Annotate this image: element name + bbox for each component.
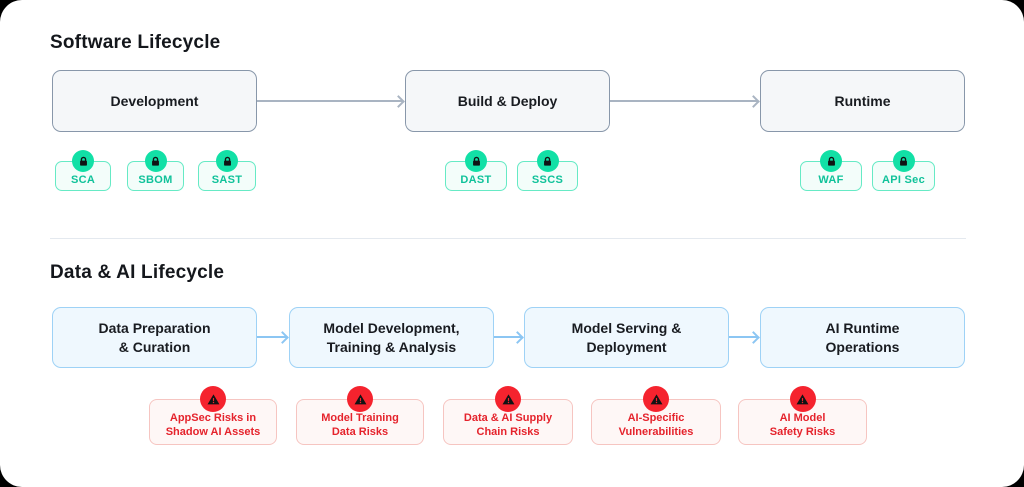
stage-label: Model Serving &Deployment [572,319,682,355]
warning-icon [789,386,816,412]
stage-label-line1: Model Development, [323,320,460,337]
software-lifecycle-title: Software Lifecycle [50,32,221,53]
risk-badge-model-training-data: Model Training Data Risks [296,386,424,445]
stage-label: Data Preparation& Curation [98,319,210,355]
tool-badge-waf: WAF [800,150,862,191]
warning-icon [200,386,226,412]
stage-build-deploy: Build & Deploy [405,70,610,132]
tool-badge-sscs: SSCS [517,150,578,191]
risk-label-line1: Data & AI Supply [463,412,553,425]
data-ai-lifecycle-title: Data & AI Lifecycle [50,262,225,283]
stage-data-preparation: Data Preparation& Curation [52,307,257,368]
stage-label-line1: Model Serving & [571,320,682,337]
stage-runtime: Runtime [760,70,965,132]
lock-icon [144,150,167,172]
lock-icon [465,150,487,172]
stage-development: Development [52,70,257,132]
tool-badge-sbom: SBOM [127,150,184,191]
risk-badge-supply-chain: Data & AI Supply Chain Risks [443,386,573,445]
stage-label-line2: Deployment [586,338,667,355]
lock-icon [72,150,94,172]
stage-label-line1: Data Preparation [98,320,211,337]
stage-label-line2: Training & Analysis [326,338,457,355]
risk-label-line2: Chain Risks [476,426,540,438]
tool-badge-sast: SAST [198,150,256,191]
stage-label: Development [110,92,199,109]
stage-label: Runtime [834,92,891,109]
stage-label: Model Development,Training & Analysis [323,319,459,355]
arrow-right-icon [494,336,522,338]
tool-badge-api-sec: API Sec [872,150,935,191]
lock-icon [216,150,238,172]
lock-icon [820,150,842,172]
warning-icon [495,386,521,412]
risk-label-line1: AI Model [779,412,826,425]
stage-model-serving: Model Serving &Deployment [524,307,729,368]
stage-label-line2: & Curation [118,338,191,355]
stage-label-line1: AI Runtime [825,320,900,337]
risk-badge-label: Data & AI Supply Chain Risks [443,399,573,445]
arrow-right-icon [257,100,403,102]
arrow-right-icon [729,336,758,338]
risk-label-line2: Shadow AI Assets [165,426,261,438]
risk-label-line1: AI-Specific [627,412,685,425]
tool-badge-label: DAST [445,161,507,191]
risk-label-line2: Safety Risks [769,426,836,438]
stage-model-development: Model Development,Training & Analysis [289,307,494,368]
arrow-right-icon [610,100,758,102]
risk-badge-ai-model-safety: AI Model Safety Risks [738,386,867,445]
risk-label-line1: Model Training [321,412,399,425]
risk-label-line1: AppSec Risks in [169,412,257,425]
lock-icon [536,150,559,172]
risk-badge-appsec-shadow-ai: AppSec Risks in Shadow AI Assets [149,386,277,445]
arrow-right-icon [257,336,287,338]
section-divider [50,238,966,239]
tool-badge-label: SBOM [127,161,184,191]
warning-icon [643,386,669,412]
stage-label-line2: Operations [825,338,900,355]
tool-badge-sca: SCA [55,150,111,191]
risk-label-line2: Data Risks [331,426,389,438]
risk-label-line2: Vulnerabilities [618,426,694,438]
lock-icon [892,150,915,172]
warning-icon [347,386,373,412]
tool-badge-dast: DAST [445,150,507,191]
stage-label: Build & Deploy [457,92,558,109]
risk-badge-ai-specific-vulnerabilities: AI-Specific Vulnerabilities [591,386,721,445]
